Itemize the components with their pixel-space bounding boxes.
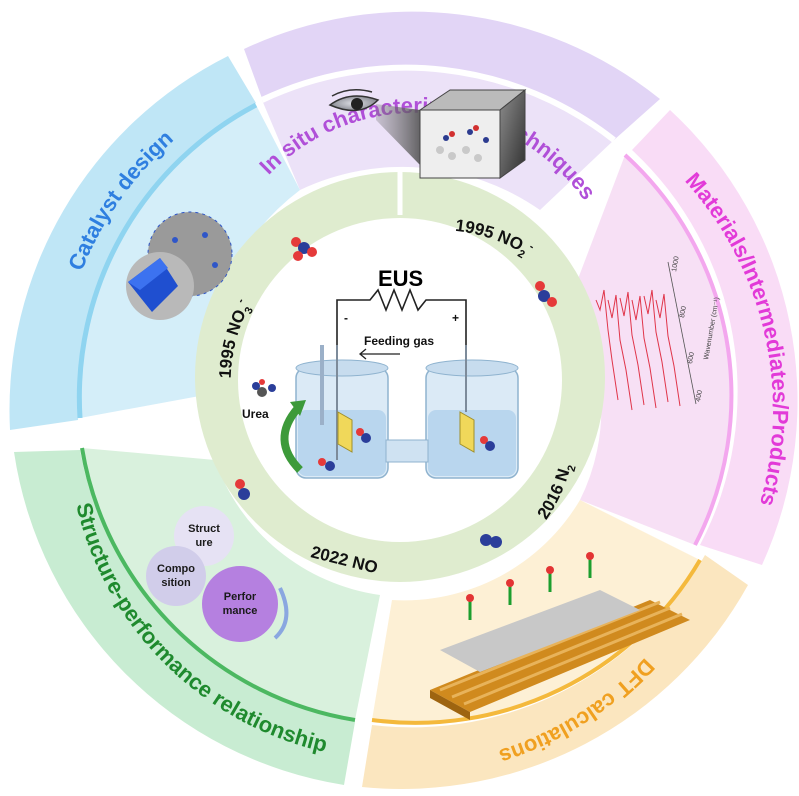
cycle-arrow <box>273 587 289 640</box>
cathode-cell <box>295 345 389 479</box>
spectrum-plot <box>595 261 697 411</box>
center-title: EUS <box>378 266 423 291</box>
gear-structure-line1: Struct <box>188 523 220 535</box>
feeding-gas-label: Feeding gas <box>364 334 434 348</box>
sector-dft <box>362 555 748 789</box>
gear-performance-icon <box>202 566 278 642</box>
gear-composition-icon <box>146 546 206 606</box>
sector-materials-inner <box>570 155 732 545</box>
spectrum-tick: 1000 <box>671 256 681 273</box>
sector-in-situ <box>244 11 660 140</box>
urea-arrow-head <box>290 400 306 416</box>
feeding-gas-arrow <box>358 348 400 360</box>
spectrum-tick: 600 <box>687 352 696 365</box>
molecule-nitrate-icon <box>291 237 317 261</box>
divider-arc-structure <box>80 447 356 722</box>
sector-catalyst <box>9 56 256 430</box>
urea-label: Urea <box>242 407 269 421</box>
dft-slab-icon <box>430 552 690 720</box>
urea-molecule-icon <box>252 379 276 397</box>
electrode-plus: + <box>452 311 459 325</box>
divider-arc-dft <box>371 558 702 725</box>
timeline-ring <box>195 172 605 582</box>
spectrum-axis-ticks: 1000 800 600 400 <box>671 256 704 403</box>
urea-arrow <box>280 405 303 473</box>
spectrum-tick: 400 <box>695 390 704 403</box>
sector-dft-inner <box>372 500 700 723</box>
spectrum-tick: 800 <box>679 306 688 319</box>
divider-arc-catalyst <box>76 102 258 419</box>
eye-icon <box>328 89 380 112</box>
anode-cell <box>425 345 519 479</box>
molecule-no-icon <box>235 479 250 500</box>
salt-bridge <box>385 439 429 463</box>
gear-composition-line2: sition <box>161 577 191 589</box>
gear-performance-line1: Perfor <box>224 591 257 603</box>
molecule-nitrite-icon <box>535 281 557 307</box>
divider-arc-materials <box>623 153 734 546</box>
gear-composition-line1: Compo <box>157 563 195 575</box>
divider-arc-insitu <box>260 64 616 143</box>
electrode-minus: - <box>344 311 348 325</box>
catalyst-nanoparticle-icon <box>126 211 233 320</box>
gear-structure-line2: ure <box>195 537 212 549</box>
circuit-wire <box>336 287 467 345</box>
gear-performance-line2: mance <box>223 605 258 617</box>
sector-materials <box>632 110 798 565</box>
sector-structure <box>14 450 355 785</box>
observation-box-icon <box>376 88 527 179</box>
molecule-n2-icon <box>480 534 502 548</box>
